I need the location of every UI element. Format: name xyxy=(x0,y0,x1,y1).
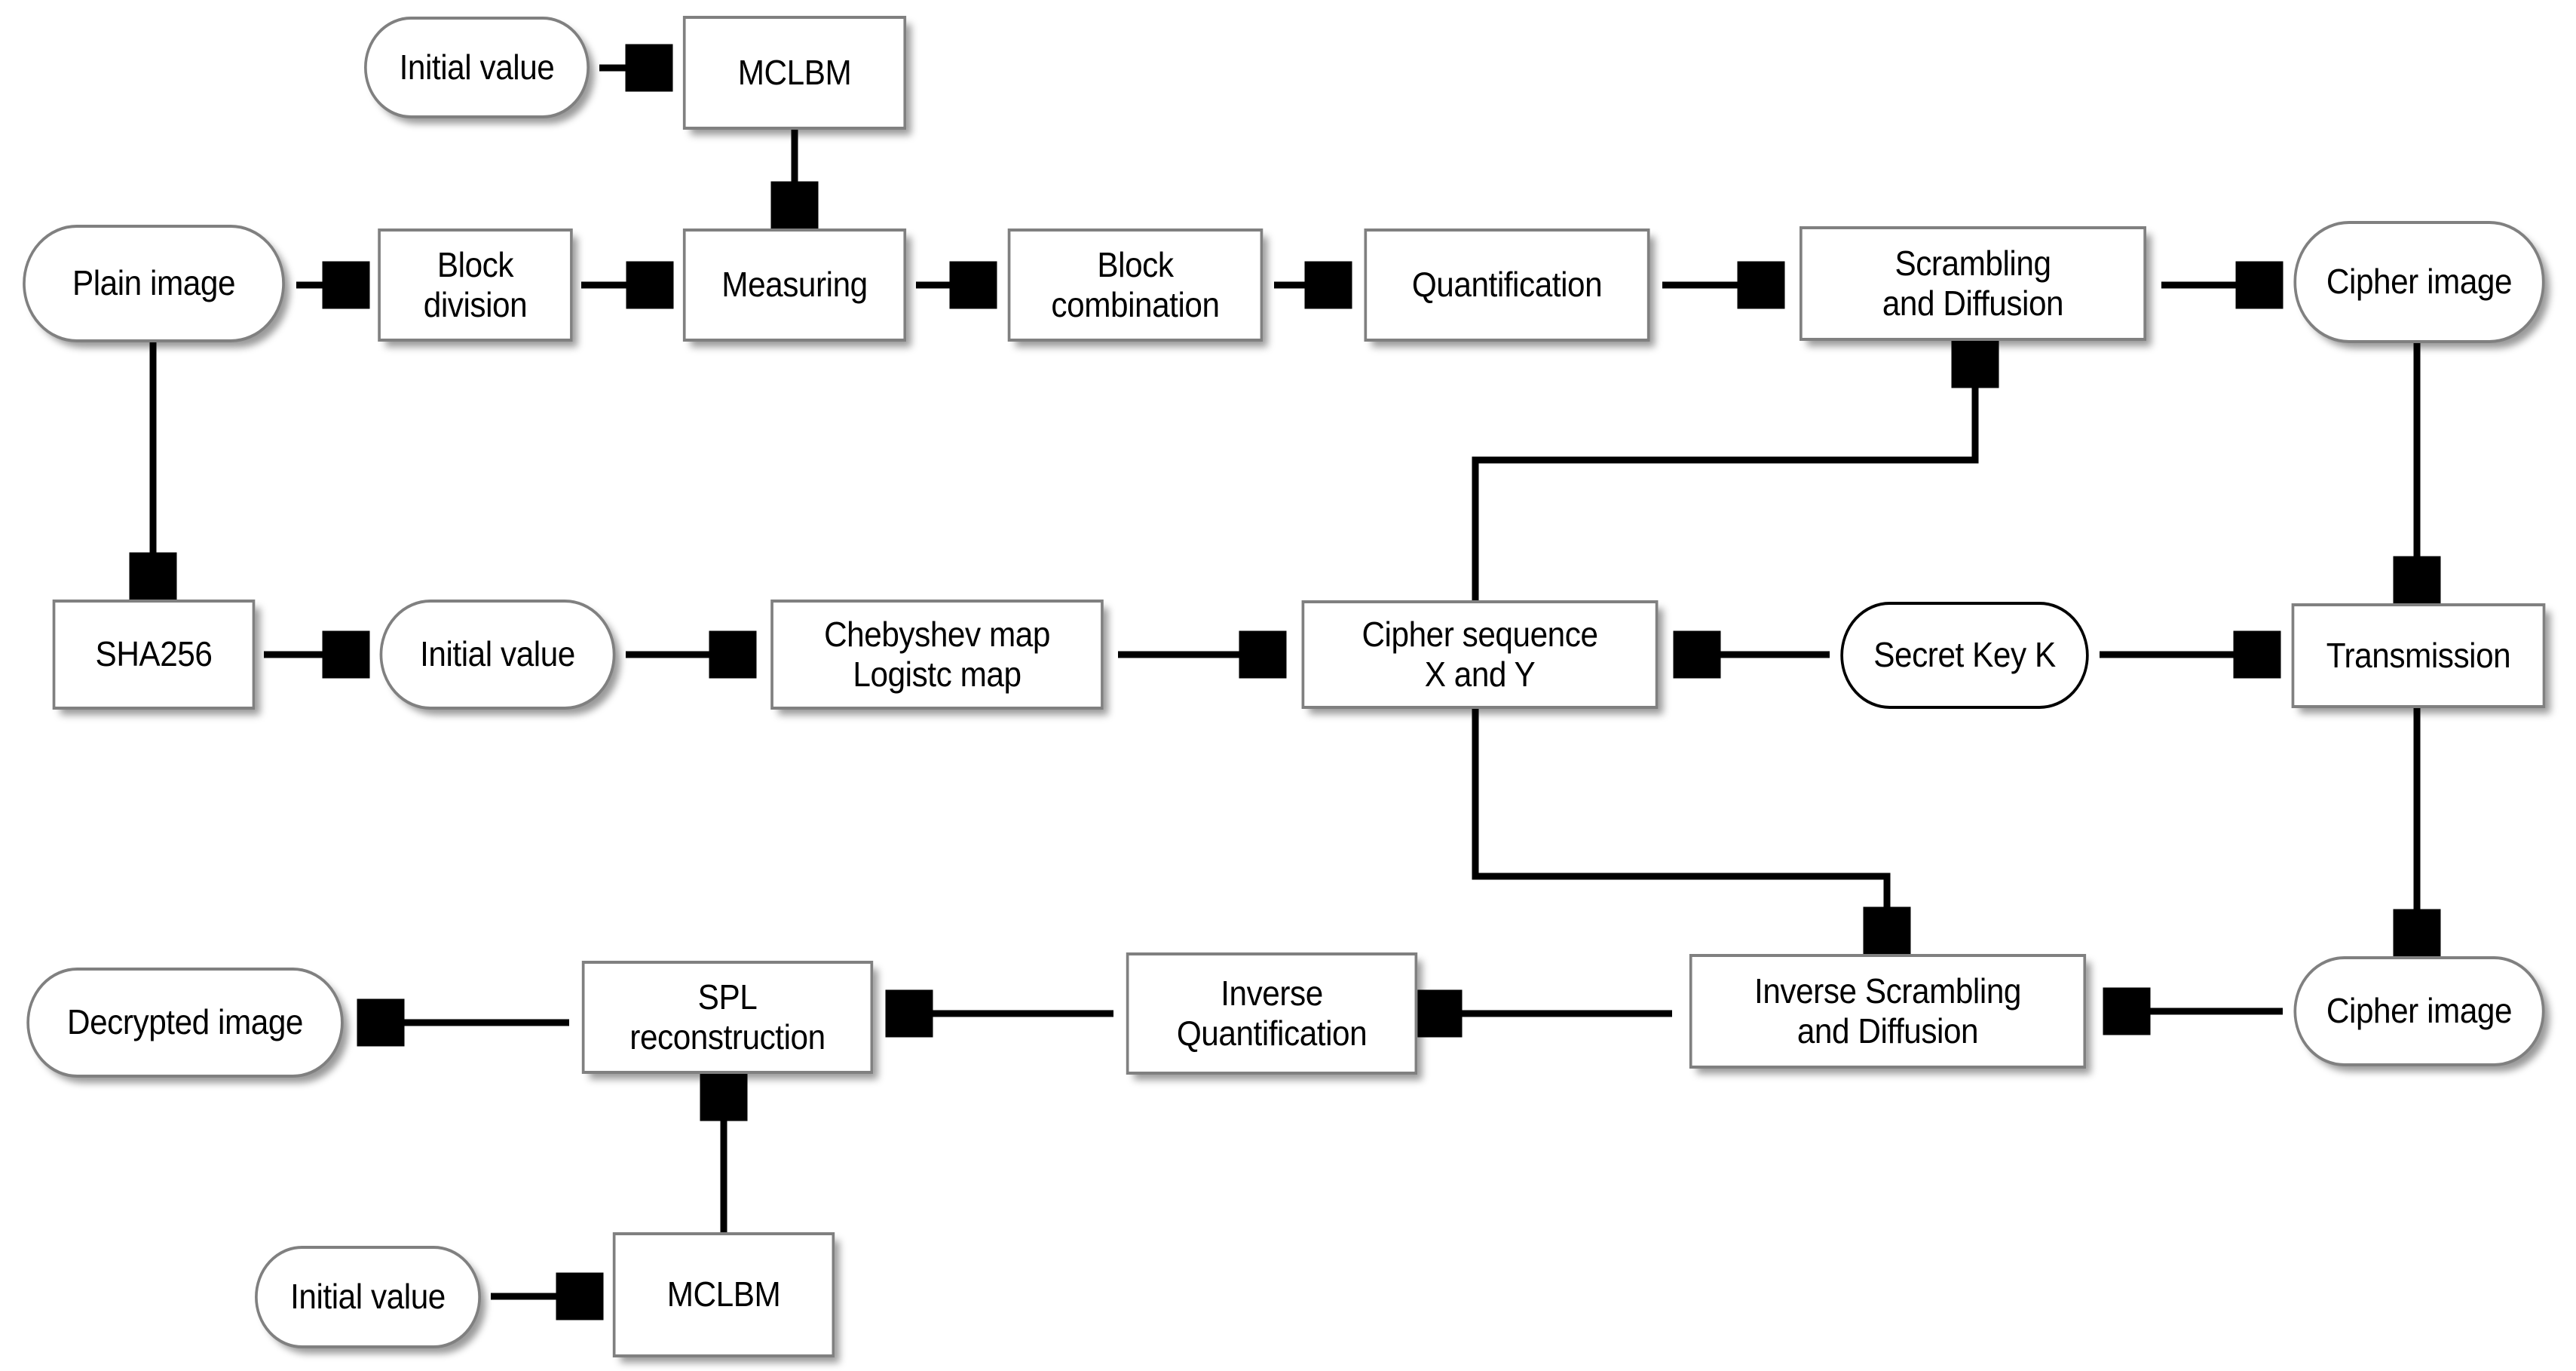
node-initial-value-mid[interactable]: Initial value xyxy=(379,600,616,710)
node-decrypted-image[interactable]: Decrypted image xyxy=(26,968,344,1078)
node-label: Transmission xyxy=(2326,635,2511,675)
edge-ciphersequence-scrambling xyxy=(1472,351,1975,600)
node-initial-value-top[interactable]: Initial value xyxy=(364,17,590,118)
node-mclbm-bottom[interactable]: MCLBM xyxy=(612,1232,835,1357)
node-secret-key[interactable]: Secret Key K xyxy=(1840,602,2089,709)
node-block-division[interactable]: Block division xyxy=(378,228,573,342)
node-inverse-quantification[interactable]: Inverse Quantification xyxy=(1126,952,1418,1075)
node-inverse-scrambling-and-diffusion[interactable]: Inverse Scrambling and Diffusion xyxy=(1689,954,2087,1069)
node-plain-image[interactable]: Plain image xyxy=(23,225,285,342)
node-label: Quantification xyxy=(1411,265,1603,305)
node-scrambling-and-diffusion[interactable]: Scrambling and Diffusion xyxy=(1800,226,2146,341)
node-sha256[interactable]: SHA256 xyxy=(52,600,256,710)
node-label: Decrypted image xyxy=(66,1002,304,1042)
node-label: SHA256 xyxy=(95,634,213,674)
node-label: SPL reconstruction xyxy=(629,977,825,1057)
node-label: Scrambling and Diffusion xyxy=(1882,243,2064,323)
node-initial-value-bottom[interactable]: Initial value xyxy=(255,1246,481,1348)
node-quantification[interactable]: Quantification xyxy=(1364,228,1650,342)
node-label: Block combination xyxy=(1051,244,1220,324)
node-label: Cipher image xyxy=(2326,262,2513,302)
node-label: Initial value xyxy=(420,634,575,674)
node-spl-reconstruction[interactable]: SPL reconstruction xyxy=(581,961,874,1074)
node-label: Inverse Scrambling and Diffusion xyxy=(1754,971,2021,1050)
node-label: Initial value xyxy=(399,47,555,87)
node-label: Secret Key K xyxy=(1873,635,2056,675)
node-label: MCLBM xyxy=(737,52,852,92)
node-mclbm-top[interactable]: MCLBM xyxy=(682,16,907,130)
node-label: Initial value xyxy=(290,1277,446,1317)
node-label: Measuring xyxy=(721,265,868,305)
node-label: Block division xyxy=(423,244,528,324)
node-transmission[interactable]: Transmission xyxy=(2291,603,2546,708)
node-label: Plain image xyxy=(72,263,236,303)
node-label: Inverse Quantification xyxy=(1176,973,1368,1053)
node-label: Cipher sequence X and Y xyxy=(1362,614,1598,694)
node-cipher-image-bottom[interactable]: Cipher image xyxy=(2293,956,2545,1066)
node-label: Chebyshev map Logistc map xyxy=(824,614,1050,694)
node-label: MCLBM xyxy=(666,1274,781,1314)
node-chebyshev-logistic-map[interactable]: Chebyshev map Logistc map xyxy=(770,600,1104,710)
node-cipher-sequence[interactable]: Cipher sequence X and Y xyxy=(1301,600,1659,709)
node-measuring[interactable]: Measuring xyxy=(682,228,907,342)
node-label: Cipher image xyxy=(2326,991,2513,1031)
node-cipher-image-top[interactable]: Cipher image xyxy=(2293,221,2545,343)
node-block-combination[interactable]: Block combination xyxy=(1007,228,1263,342)
edge-ciphersequence-inversescrambling xyxy=(1472,709,1887,943)
